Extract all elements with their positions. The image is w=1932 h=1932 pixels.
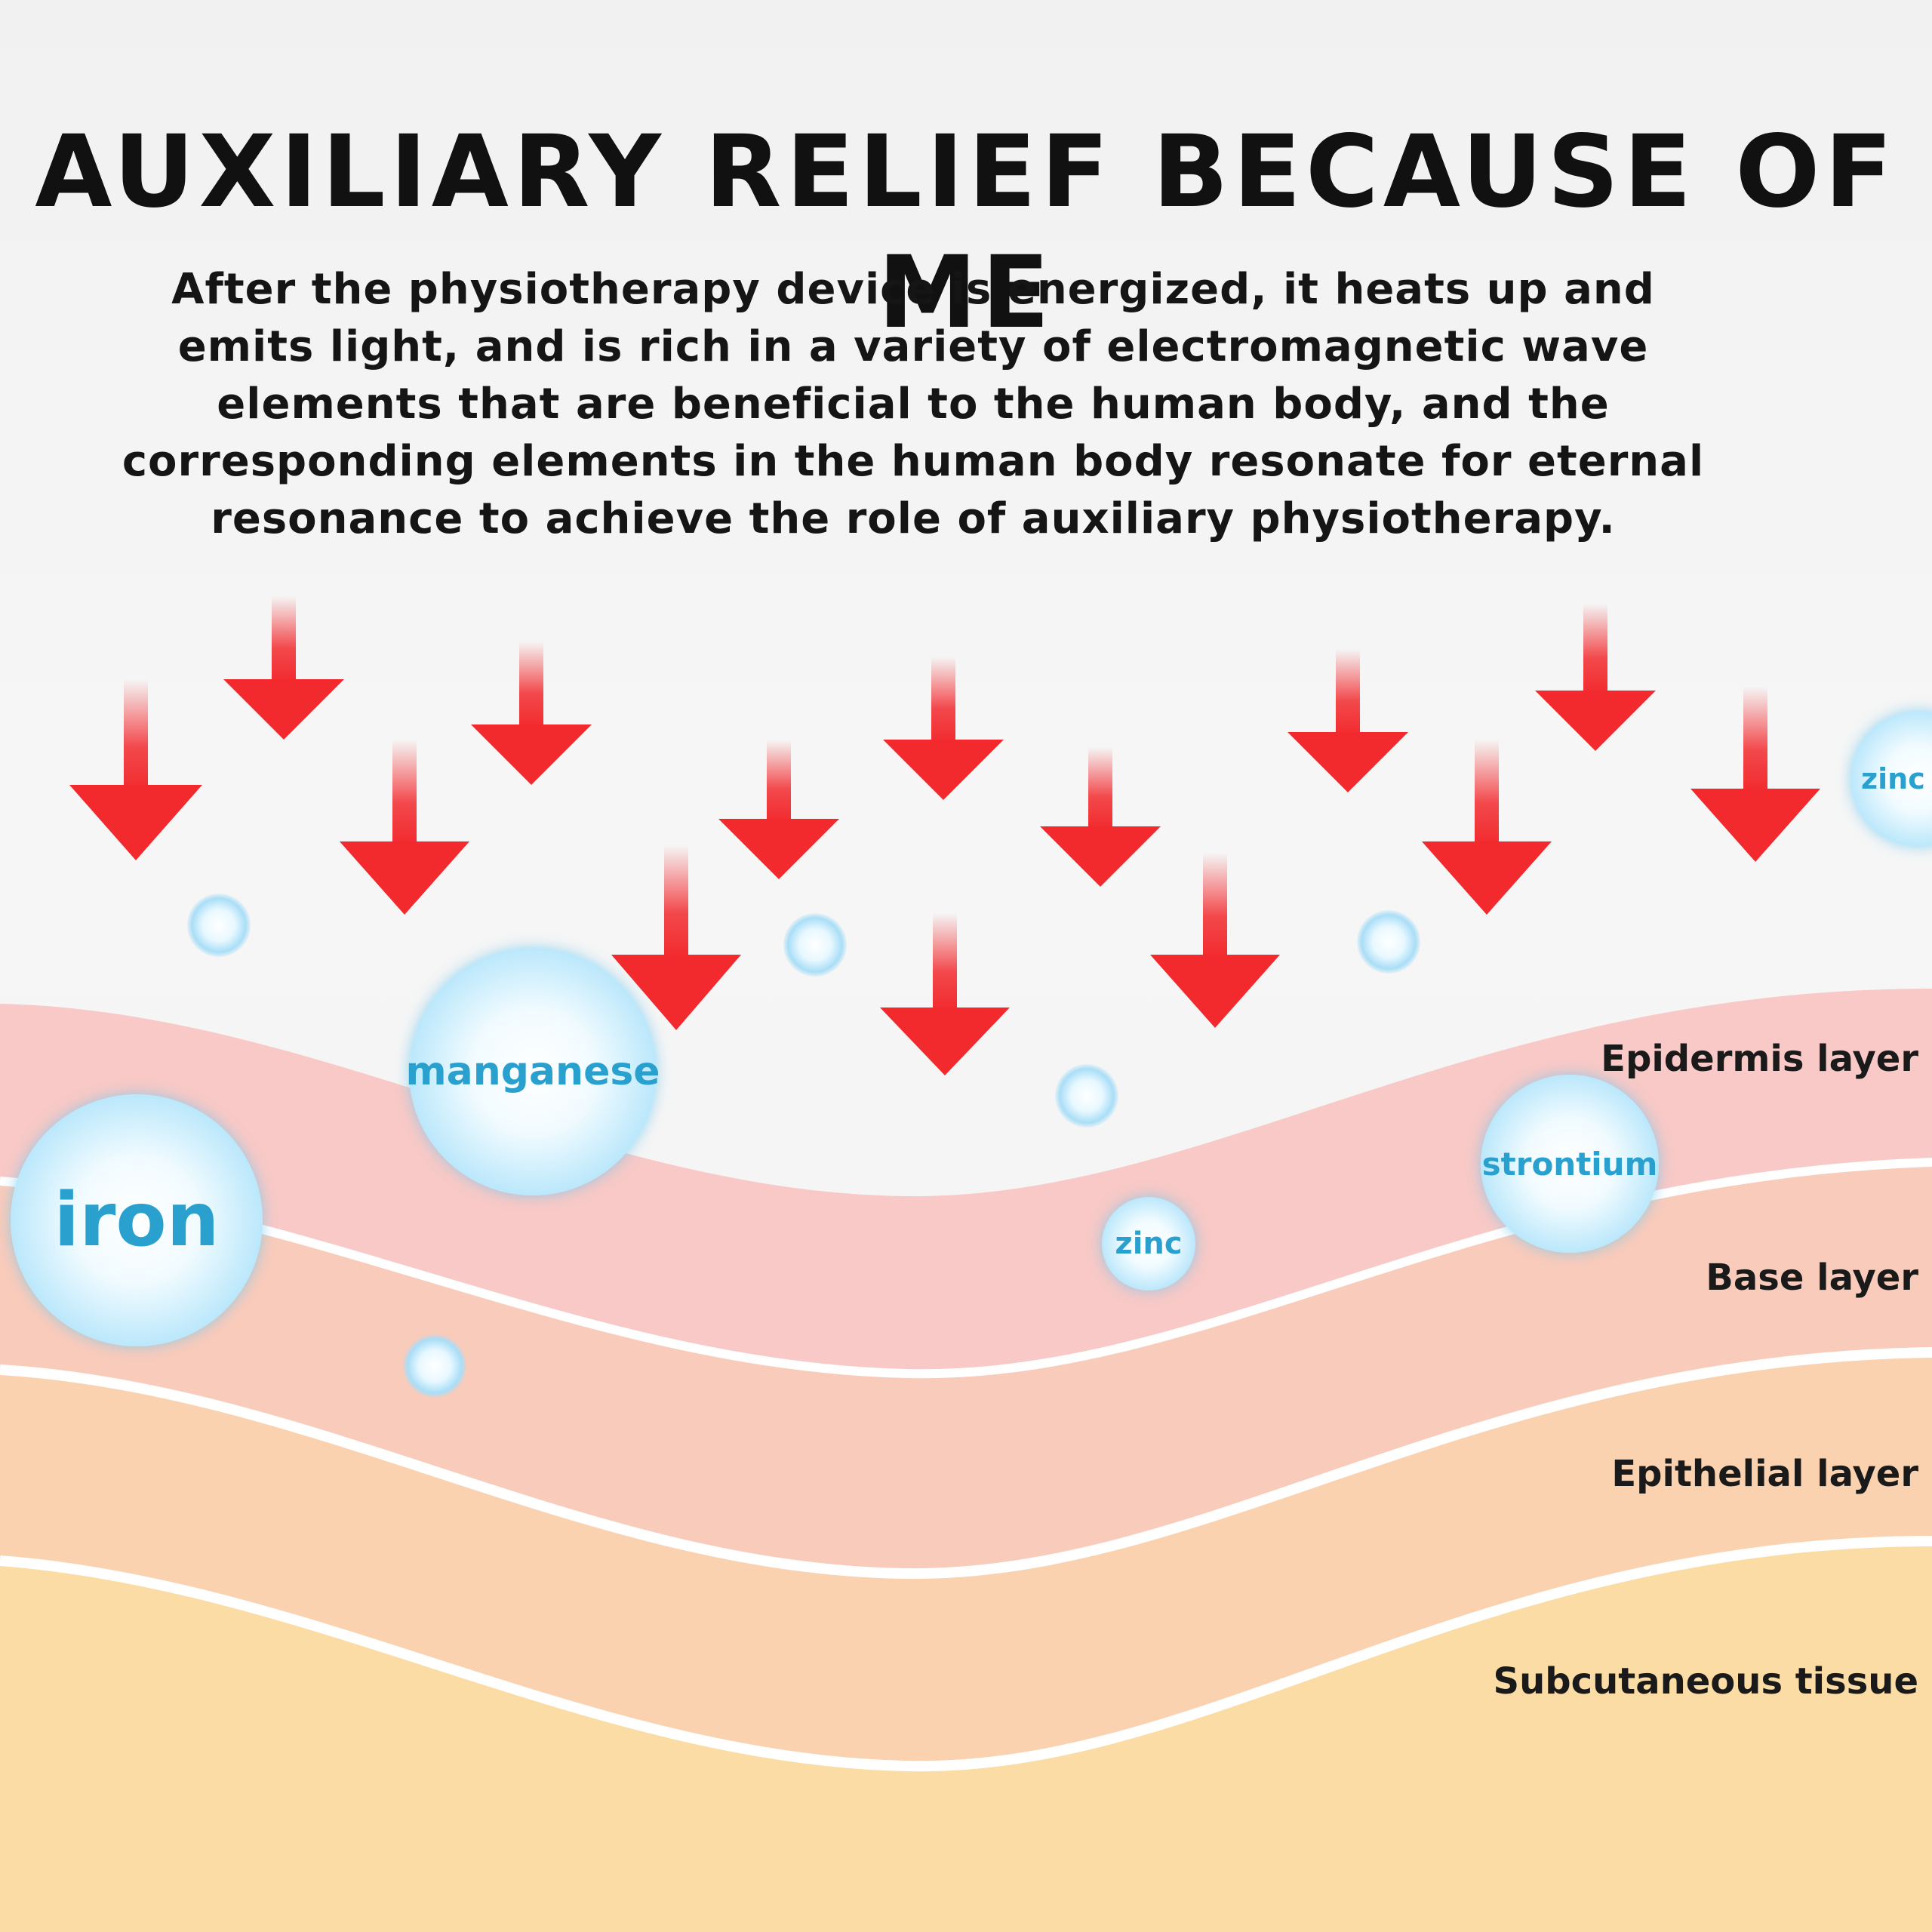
base-layer-band [0,1162,1932,1574]
down-arrow-icon [1422,740,1552,915]
element-label: zinc [1115,1226,1183,1261]
down-arrow-icon [340,740,469,915]
layer-divider-2 [0,1347,1932,1580]
element-orb-icon [1055,1064,1118,1128]
layer-label-epidermis: Epidermis layer [1601,1038,1918,1080]
down-arrow-icon [471,641,592,785]
down-arrow-icon [880,913,1010,1075]
small-orbs [187,894,1420,1398]
element-label: strontium [1481,1145,1658,1183]
layer-divider-3 [0,1536,1932,1772]
down-arrow-icon [883,657,1004,800]
element-orb-icon [187,894,251,957]
description-text: After the physiotherapy device is energi… [122,265,1705,543]
down-arrow-icon [1150,853,1280,1028]
down-arrow-icon [69,679,202,860]
element-orb-strontium: strontium [1481,1075,1659,1253]
down-arrow-icon [611,845,741,1030]
layer-label-epithelial: Epithelial layer [1611,1453,1918,1495]
light-arrows [69,596,1820,1075]
element-label: manganese [405,1049,660,1094]
subcutaneous-tissue-band [0,1540,1932,1932]
layer-label-subcutaneous: Subcutaneous tissue [1493,1660,1918,1703]
layer-label-base: Base layer [1706,1257,1918,1299]
epidermis-layer-band [0,989,1932,1374]
down-arrow-icon [223,596,344,740]
element-orb-icon [1357,910,1420,974]
down-arrow-icon [718,740,839,879]
element-label: zinc [1861,762,1925,795]
page-title: AUXILIARY RELIEF BECAUSE OF ME [35,114,1897,351]
down-arrow-icon [1287,649,1408,792]
element-label: iron [54,1177,220,1263]
down-arrow-icon [1040,747,1161,887]
element-orb-manganese: manganese [405,948,660,1195]
down-arrow-icon [1535,604,1656,751]
element-orb-zinc: zinc [1102,1197,1195,1291]
element-orb-icon [783,913,847,977]
down-arrow-icon [1690,687,1820,862]
epithelial-layer-band [0,1351,1932,1767]
element-orb-icon [403,1334,466,1398]
element-orb-iron: iron [11,1094,263,1346]
